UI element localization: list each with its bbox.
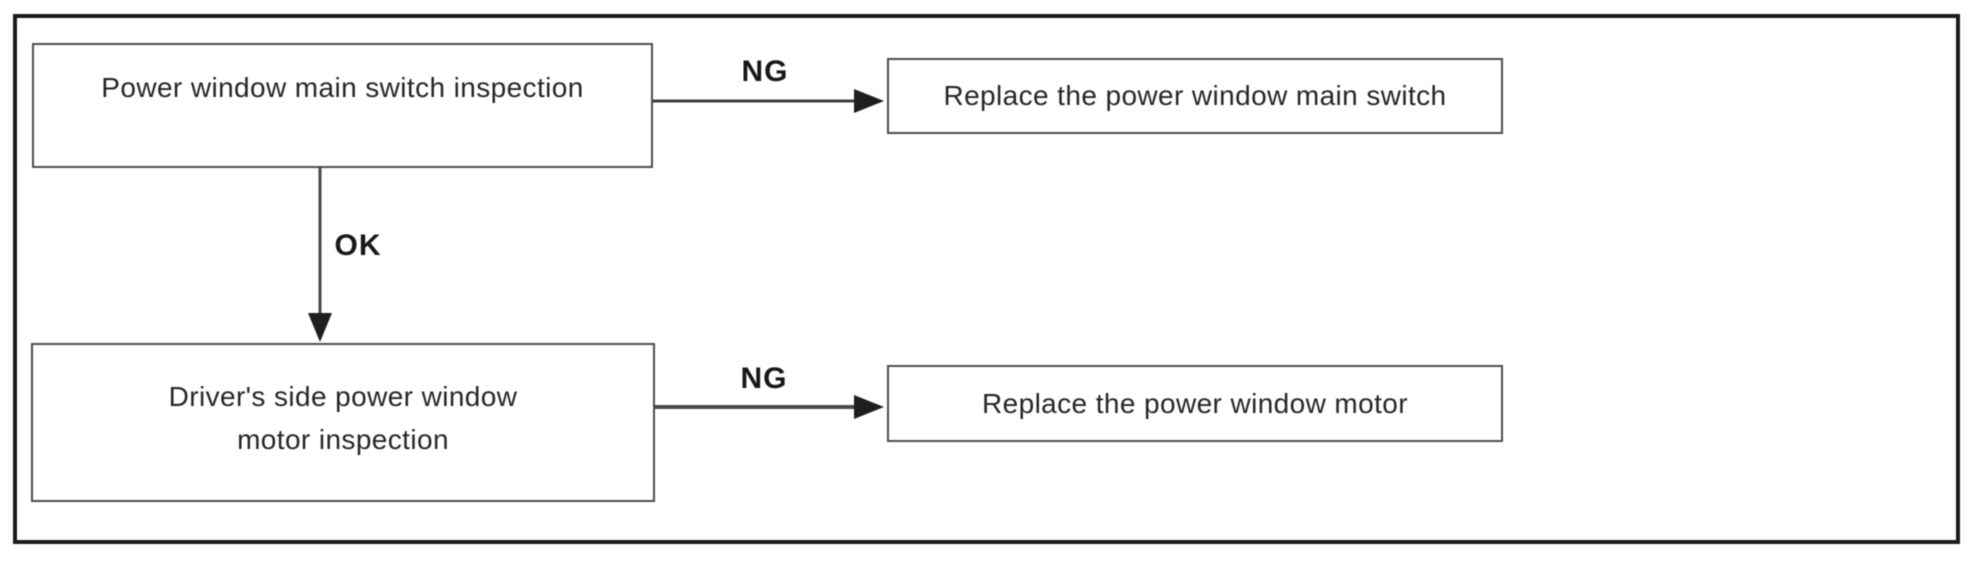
node-replace-main-switch-label: Replace the power window main switch [943, 80, 1447, 111]
node-main-switch-inspection-label: Power window main switch inspection [101, 72, 584, 103]
node-replace-main-switch: Replace the power window main switch [887, 58, 1503, 134]
edge-label-ok: OK [334, 229, 382, 262]
node-replace-motor: Replace the power window motor [887, 365, 1503, 442]
node-motor-inspection: Driver's side power window motor inspect… [31, 343, 655, 502]
node-motor-inspection-label-line2: motor inspection [237, 424, 449, 455]
edge-label-ng-top: NG [741, 55, 789, 88]
node-motor-inspection-label-line1: Driver's side power window [168, 381, 518, 412]
diagram-border [13, 14, 1960, 544]
node-main-switch-inspection: Power window main switch inspection [32, 43, 653, 168]
node-replace-motor-label: Replace the power window motor [982, 387, 1408, 419]
edge-label-ng-bottom: NG [740, 362, 788, 395]
